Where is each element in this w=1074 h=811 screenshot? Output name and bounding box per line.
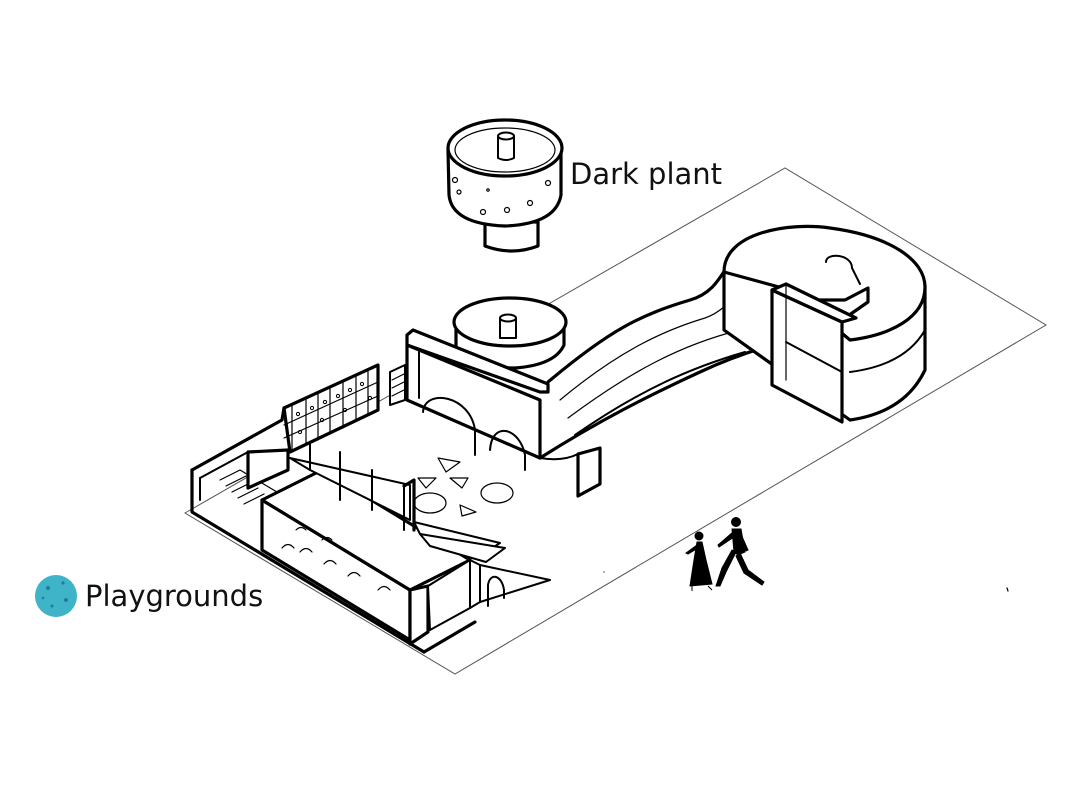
playgrounds-legend: Playgrounds (35, 575, 263, 617)
round-tower (722, 224, 927, 424)
arched-block (389, 296, 602, 498)
play-shapes (413, 457, 514, 517)
people-silhouettes (685, 517, 765, 591)
dark-plant-volume (446, 118, 564, 253)
stray-mark (1006, 587, 1009, 592)
playground-enclosure (190, 363, 551, 654)
blue-dot-icon (35, 575, 77, 617)
playgrounds-label: Playgrounds (85, 579, 263, 613)
dark-plant-label: Dark plant (570, 157, 722, 191)
stray-mark (603, 571, 605, 573)
site-boundary (184, 167, 1047, 675)
